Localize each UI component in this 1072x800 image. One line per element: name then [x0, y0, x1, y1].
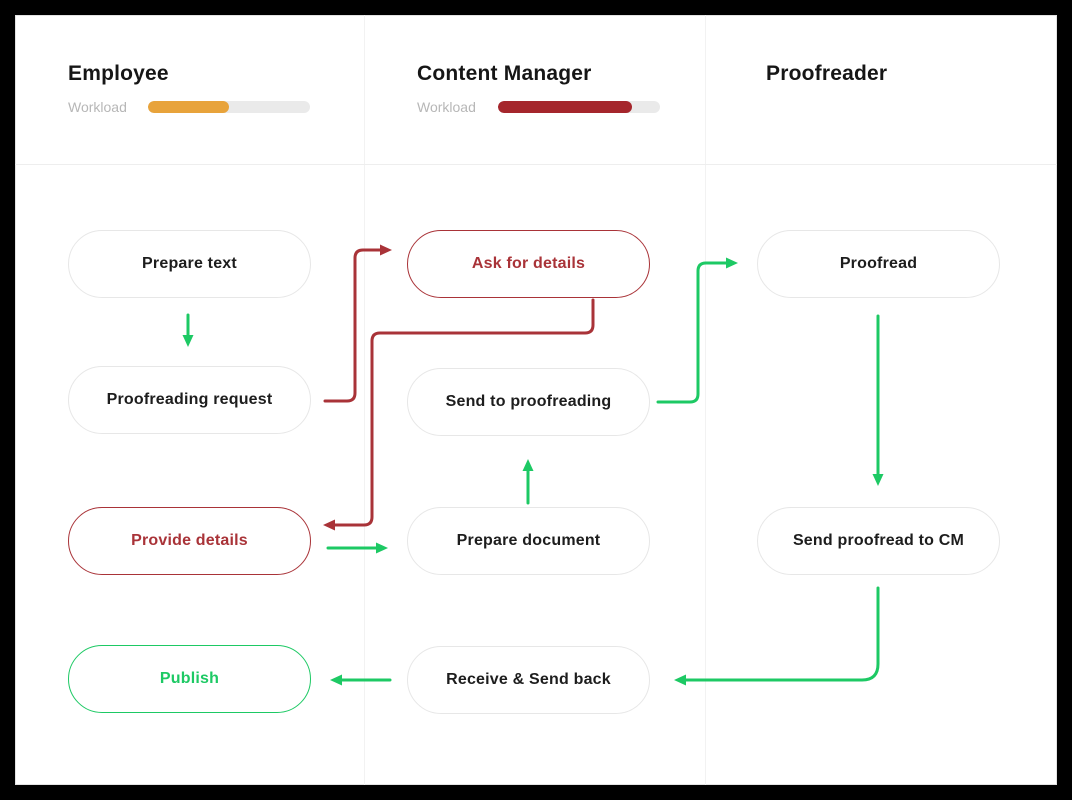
lane-divider-2: [705, 15, 706, 785]
lane-title-employee: Employee: [68, 62, 169, 85]
workload-bar-fill-content-manager: [498, 101, 633, 113]
node-ask-for-details[interactable]: Ask for details: [407, 230, 650, 298]
workload-bar-content-manager: [498, 101, 660, 113]
workload-label-employee: Workload: [68, 99, 127, 115]
node-send-proofread-to-cm[interactable]: Send proofread to CM: [757, 507, 1000, 575]
workload-bar-fill-employee: [148, 101, 229, 113]
node-prepare-document[interactable]: Prepare document: [407, 507, 650, 575]
workload-label-content-manager: Workload: [417, 99, 476, 115]
node-proofreading-request[interactable]: Proofreading request: [68, 366, 311, 434]
node-proofread[interactable]: Proofread: [757, 230, 1000, 298]
header-divider: [15, 164, 1057, 165]
node-provide-details[interactable]: Provide details: [68, 507, 311, 575]
node-receive-send-back[interactable]: Receive & Send back: [407, 646, 650, 714]
node-send-to-proofreading[interactable]: Send to proofreading: [407, 368, 650, 436]
lane-title-proofreader: Proofreader: [766, 62, 888, 85]
node-prepare-text[interactable]: Prepare text: [68, 230, 311, 298]
workload-bar-employee: [148, 101, 310, 113]
node-publish[interactable]: Publish: [68, 645, 311, 713]
lane-divider-1: [364, 15, 365, 785]
lane-title-content-manager: Content Manager: [417, 62, 592, 85]
